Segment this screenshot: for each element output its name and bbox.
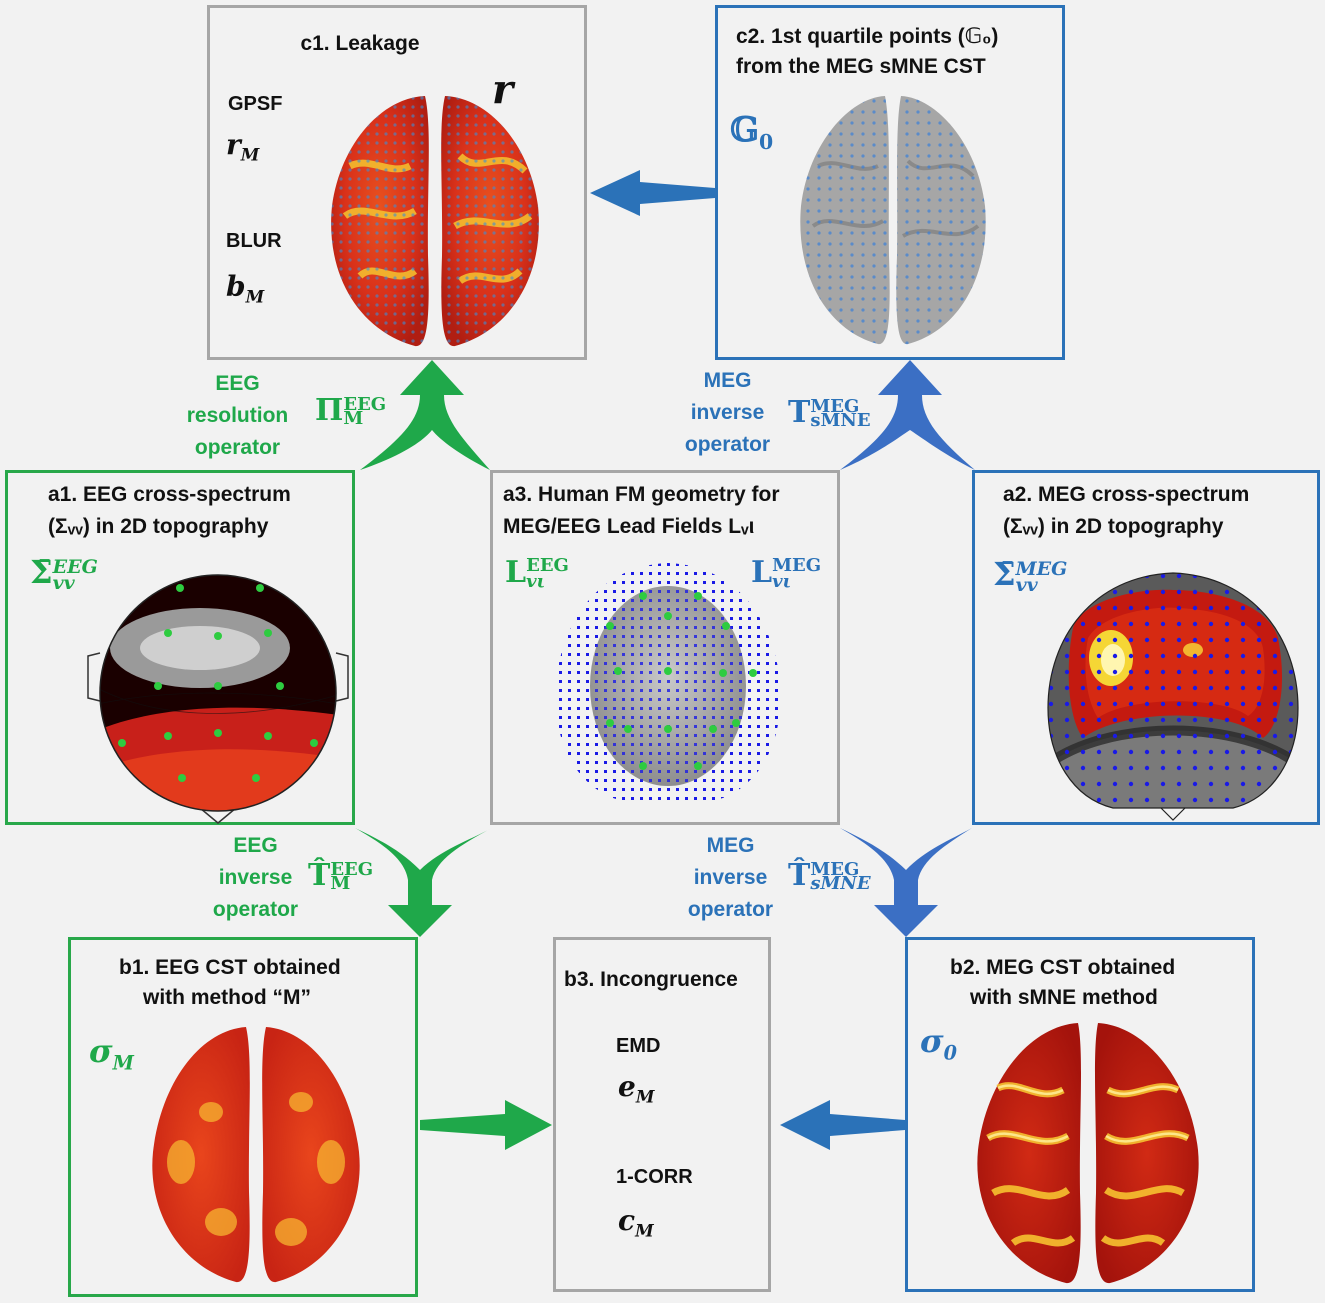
panel-b2-meg-cst: b2. MEG CST obtained with sMNE method σ0: [905, 937, 1255, 1292]
r-m-symbol: rM: [226, 128, 260, 165]
leakage-brain-image: [331, 96, 539, 347]
gpsf-label: GPSF: [228, 93, 283, 115]
c2-title-line2: from the MEG sMNE CST: [736, 55, 986, 78]
eeg-topography-image: [87, 574, 349, 824]
b1-title-line2: with method “M”: [143, 986, 311, 1009]
r-symbol: r: [492, 66, 514, 113]
a2-title-line2: (Σᵥᵥ) in 2D topography: [1003, 515, 1224, 538]
sigma-m-symbol: σM: [89, 1032, 134, 1075]
meg-cst-brain-image: [977, 1023, 1199, 1284]
eeg-cst-brain-image: [152, 1027, 360, 1283]
meg-inverse-bottom-arrow: [840, 828, 972, 937]
blur-label: BLUR: [226, 230, 282, 252]
meg-inverse-top-arrow: [840, 360, 975, 470]
c-m-symbol: cM: [618, 1204, 654, 1241]
one-minus-corr-label: 1-CORR: [616, 1166, 693, 1188]
panel-b1-eeg-cst: b1. EEG CST obtained with method “M” σM: [68, 937, 418, 1297]
sigma-0-symbol: σ0: [920, 1022, 957, 1065]
a2-title-line1: a2. MEG cross-spectrum: [1003, 483, 1250, 506]
panel-c1-leakage: c1. Leakage GPSF rM BLUR bM r: [207, 5, 587, 360]
b2-title-line2: with sMNE method: [970, 986, 1158, 1009]
c1-title: c1. Leakage: [300, 32, 420, 55]
b1-title-line1: b1. EEG CST obtained: [119, 956, 341, 979]
a3-title-line1: a3. Human FM geometry for: [503, 483, 780, 506]
b3-title: b3. Incongruence: [564, 968, 738, 991]
meg-cst-to-incongruence-arrow: [780, 1100, 905, 1150]
a1-title-line1: a1. EEG cross-spectrum: [48, 483, 291, 506]
b-m-symbol: bM: [226, 270, 265, 307]
panel-a1-eeg-cross-spectrum: a1. EEG cross-spectrum (Σᵥᵥ) in 2D topog…: [5, 470, 355, 825]
lead-field-geometry-image: [555, 563, 781, 806]
a1-title-line2: (Σᵥᵥ) in 2D topography: [48, 515, 269, 538]
panel-b3-incongruence: b3. Incongruence EMD eM 1-CORR cM: [553, 937, 771, 1292]
c2-title-line1: c2. 1st quartile points (𝔾₀): [736, 25, 999, 48]
panel-c2-quartile-points: c2. 1st quartile points (𝔾₀) from the ME…: [715, 5, 1065, 360]
eeg-inverse-arrow: [355, 828, 492, 937]
b2-title-line1: b2. MEG CST obtained: [950, 956, 1176, 979]
panel-a2-meg-cross-spectrum: a2. MEG cross-spectrum (Σᵥᵥ) in 2D topog…: [972, 470, 1320, 825]
a3-title-line2: MEG/EEG Lead Fields Lᵥι: [503, 515, 755, 538]
panel-a3-fm-geometry: a3. Human FM geometry for MEG/EEG Lead F…: [490, 470, 840, 825]
g0-to-leakage-arrow: [590, 170, 715, 216]
eeg-resolution-arrow: [360, 360, 490, 470]
eeg-cst-to-incongruence-arrow: [420, 1100, 552, 1150]
emd-label: EMD: [616, 1035, 661, 1057]
e-m-symbol: eM: [618, 1070, 655, 1107]
quartile-points-brain-image: [800, 96, 986, 345]
g0-symbol: 𝔾0: [730, 110, 774, 154]
meg-topography-image: [1047, 572, 1299, 821]
